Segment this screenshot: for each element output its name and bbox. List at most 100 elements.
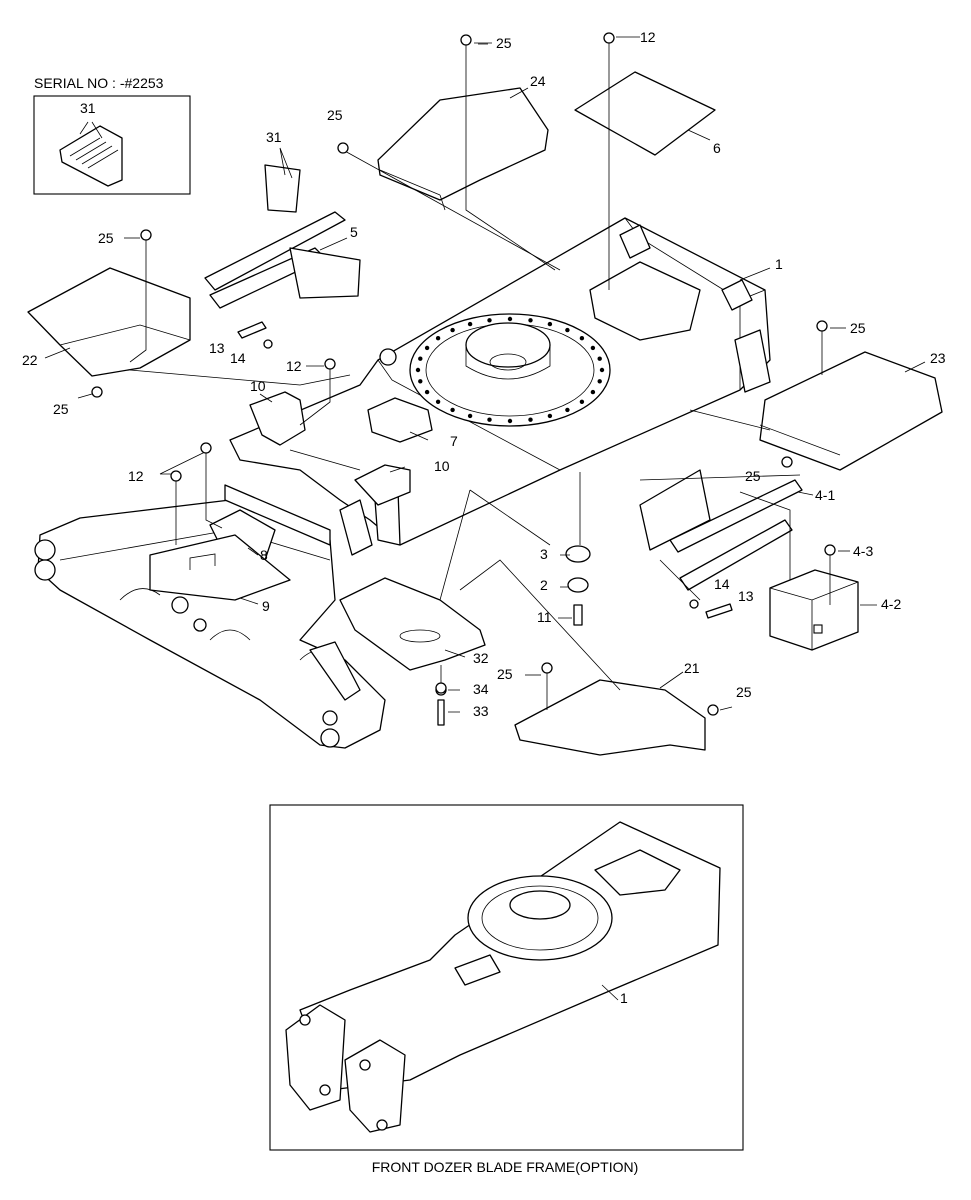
callout-23: 23 — [930, 350, 946, 366]
ring-bolt-hole — [424, 389, 430, 395]
ring-bolt-hole — [579, 336, 585, 341]
ring-bolt-hole — [424, 345, 430, 351]
ring-bolt-hole — [597, 379, 602, 384]
callout-6: 6 — [713, 140, 721, 156]
callout-1: 1 — [775, 256, 783, 272]
callout-31-inset: 31 — [80, 100, 96, 116]
callout-21: 21 — [684, 660, 700, 676]
ring-bolt-hole — [528, 417, 533, 422]
ring-bolt-hole — [597, 356, 602, 361]
ring-bolt-hole — [507, 316, 513, 322]
ring-bolt-hole — [435, 399, 441, 404]
cover-21 — [514, 679, 706, 756]
callout-12-b: 12 — [286, 358, 302, 374]
callout-32: 32 — [473, 650, 489, 666]
serial-note: SERIAL NO : -#2253 — [34, 75, 164, 91]
box-4-2 — [769, 569, 859, 651]
callout-34: 34 — [473, 681, 489, 697]
ring-bolt-hole — [435, 336, 441, 341]
callout-4-3: 4-3 — [853, 543, 873, 559]
callout-25-h: 25 — [736, 684, 752, 700]
ring-bolt-hole — [415, 367, 421, 373]
cover-6 — [574, 71, 716, 156]
cover-22 — [27, 267, 191, 377]
ring-bolt-hole — [418, 379, 423, 384]
option-frame-inset: FRONT DOZER BLADE FRAME(OPTION) — [269, 804, 744, 1175]
ring-bolt-hole — [487, 318, 492, 323]
ring-bolt-hole — [547, 321, 553, 327]
upper-frame-main — [229, 217, 771, 556]
plate-9 — [149, 534, 291, 601]
leader-lines — [44, 40, 926, 1001]
callout-31: 31 — [266, 129, 282, 145]
step-5 — [204, 164, 361, 309]
frame-lug — [379, 348, 397, 366]
callout-24: 24 — [530, 73, 546, 89]
callout-1-option: 1 — [620, 990, 628, 1006]
callout-8: 8 — [260, 547, 268, 563]
bolt-12-top — [603, 32, 615, 44]
ring-bolt-hole — [450, 327, 455, 333]
callout-4-2: 4-2 — [881, 596, 901, 612]
callout-25-b: 25 — [327, 107, 343, 123]
frame-top-opening — [589, 261, 701, 341]
ring-bolt-hole — [565, 407, 570, 413]
ring-bolt-hole — [547, 413, 553, 419]
ring-bolt-holes — [415, 316, 605, 424]
front-boom-bracket — [34, 484, 386, 749]
serial-inset-frame — [33, 95, 191, 195]
bolt-25-top — [460, 34, 472, 46]
callout-12-c: 12 — [128, 468, 144, 484]
callout-13-a: 13 — [209, 340, 225, 356]
callout-3: 3 — [540, 546, 548, 562]
option-caption: FRONT DOZER BLADE FRAME(OPTION) — [372, 1159, 639, 1175]
ring-bolt-hole — [590, 389, 596, 395]
callout-13-b: 13 — [738, 588, 754, 604]
ring-bolt-hole — [467, 321, 473, 327]
callout-25-d: 25 — [850, 320, 866, 336]
callout-25-f: 25 — [745, 468, 761, 484]
callout-25-g: 25 — [497, 666, 513, 682]
callout-7: 7 — [450, 433, 458, 449]
serial-inset: SERIAL NO : -#2253 — [33, 75, 191, 195]
ring-bolt-hole — [590, 345, 596, 351]
callout-25-e: 25 — [53, 401, 69, 417]
cover-24 — [377, 87, 549, 211]
callout-10-a: 10 — [250, 378, 266, 394]
bracket-10-right — [354, 464, 411, 506]
ring-bolt-hole — [565, 327, 570, 333]
cover-23 — [759, 351, 943, 471]
ring-bolt-hole — [507, 418, 513, 424]
step-pad-inset — [59, 125, 123, 187]
callout-9: 9 — [262, 598, 270, 614]
ring-bolt-hole — [450, 407, 455, 413]
callout-25-c: 25 — [98, 230, 114, 246]
callout-2: 2 — [540, 577, 548, 593]
step-pad-31 — [264, 164, 301, 213]
bracket-32 — [339, 577, 486, 671]
ring-bolt-hole — [528, 318, 533, 323]
swing-center-boss — [465, 322, 551, 368]
ring-bolt-hole — [487, 417, 492, 422]
ring-bolt-hole — [579, 399, 585, 404]
callout-14-b: 14 — [714, 576, 730, 592]
bracket-10-left — [249, 391, 306, 446]
callout-12-a: 12 — [640, 29, 656, 45]
callout-10-b: 10 — [434, 458, 450, 474]
cover-7 — [367, 397, 433, 443]
leader-arrows — [77, 36, 850, 713]
ring-bolt-hole — [418, 356, 423, 361]
fasteners — [91, 32, 836, 716]
stopper-stack — [565, 545, 591, 626]
callout-labels: 31 31 25 12 24 6 25 5 25 1 25 23 22 13 1… — [22, 29, 946, 1006]
callout-25-a: 25 — [496, 35, 512, 51]
callout-22: 22 — [22, 352, 38, 368]
callout-4-1: 4-1 — [815, 487, 835, 503]
step-4-1 — [639, 469, 803, 591]
ring-bolt-hole — [467, 413, 473, 419]
option-dozer-bracket-left — [285, 1004, 346, 1111]
boom-bracket-plate — [37, 499, 386, 749]
callout-33: 33 — [473, 703, 489, 719]
ring-bolt-hole — [599, 367, 605, 373]
